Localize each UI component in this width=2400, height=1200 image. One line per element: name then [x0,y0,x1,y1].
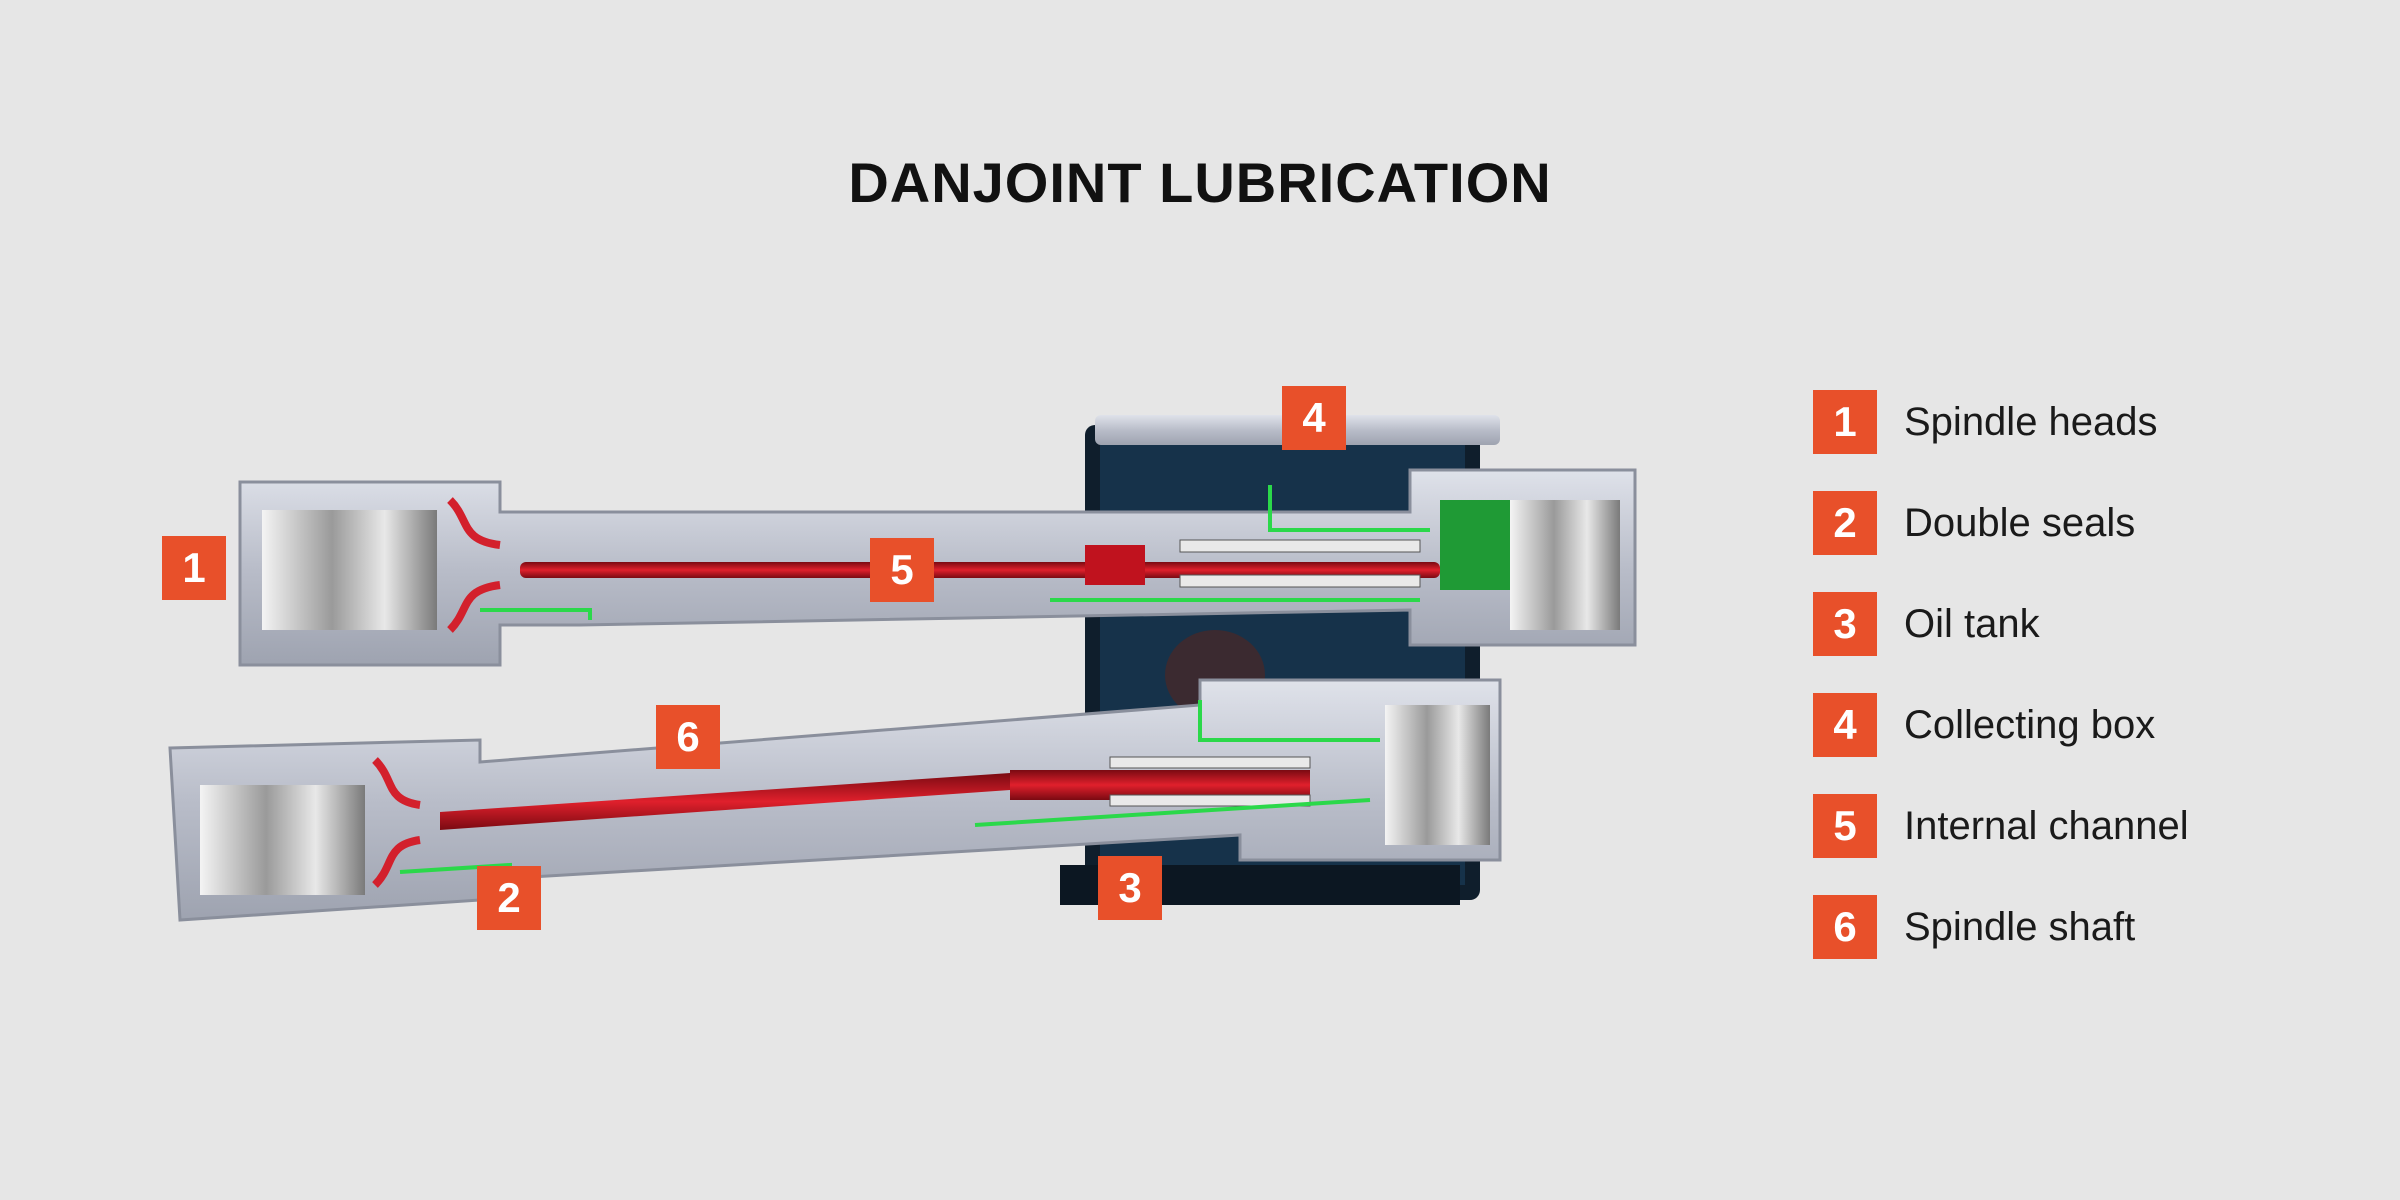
callout-badge-4: 4 [1282,386,1346,450]
callout-badge-5: 5 [870,538,934,602]
legend-label: Double seals [1904,500,2136,545]
legend-label: Spindle shaft [1904,904,2136,949]
legend-item: 3 Oil tank [1813,592,2189,656]
legend-badge: 6 [1813,895,1877,959]
legend-badge: 3 [1813,592,1877,656]
legend-item: 6 Spindle shaft [1813,895,2189,959]
legend-badge: 4 [1813,693,1877,757]
legend: 1 Spindle heads 2 Double seals 3 Oil tan… [1813,390,2189,996]
legend-label: Spindle heads [1904,399,2158,444]
legend-badge: 2 [1813,491,1877,555]
legend-item: 2 Double seals [1813,491,2189,555]
callout-badge-6: 6 [656,705,720,769]
legend-badge: 1 [1813,390,1877,454]
callout-badge-2: 2 [477,866,541,930]
legend-item: 4 Collecting box [1813,693,2189,757]
legend-label: Collecting box [1904,702,2156,747]
callout-badge-3: 3 [1098,856,1162,920]
legend-label: Oil tank [1904,601,2040,646]
callout-badge-1: 1 [162,536,226,600]
legend-label: Internal channel [1904,803,2189,848]
page-title: DANJOINT LUBRICATION [848,151,1552,214]
upper-spindle [238,468,1637,667]
lower-spindle [168,678,1502,922]
legend-item: 5 Internal channel [1813,794,2189,858]
legend-item: 1 Spindle heads [1813,390,2189,454]
legend-badge: 5 [1813,794,1877,858]
